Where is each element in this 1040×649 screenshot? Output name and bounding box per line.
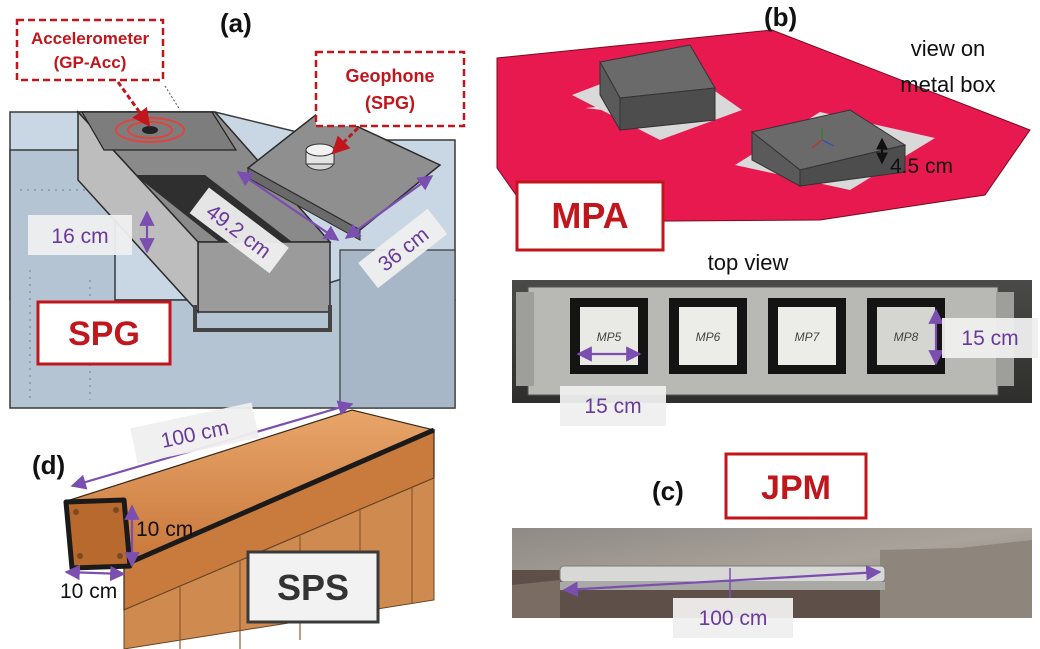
spg-tray-left <box>77 110 199 314</box>
spg-housing-side <box>339 249 456 409</box>
dim-arrow-100-c <box>562 565 882 597</box>
mpa-note-line1: view on <box>911 36 986 61</box>
dim-box-49-2 <box>189 187 289 274</box>
plate-square-4: MP8 <box>867 298 945 374</box>
plate-square-3: MP7 <box>768 298 846 374</box>
geophone-pointer-arrow <box>331 126 360 155</box>
sps-title-box <box>246 550 380 624</box>
dim-label-10-width: 10 cm <box>60 580 117 603</box>
dim-label-15-vertical: 15 cm <box>961 327 1018 350</box>
geophone-cap <box>305 143 335 157</box>
jpm-concrete-right <box>880 540 1032 618</box>
plate-mark: MP6 <box>696 330 721 344</box>
accelerometer-sensor <box>142 126 158 134</box>
spg-handle <box>193 305 332 332</box>
jpm-title: JPM <box>761 469 831 507</box>
mpa-note-line2: metal box <box>900 72 995 97</box>
sps-bolt <box>117 553 123 559</box>
accelerometer-leader <box>164 85 181 111</box>
spg-title: SPG <box>68 315 140 353</box>
axis-icon <box>821 139 835 147</box>
dim-label-4-5: 4.5 cm <box>890 155 953 178</box>
panel-d-label: (d) <box>32 450 65 480</box>
jpm-rail-base <box>560 582 885 590</box>
sps-bolt <box>113 507 119 513</box>
sps-bolt <box>77 553 83 559</box>
sps-top-edge <box>123 427 435 568</box>
mpa-title: MPA <box>551 195 628 236</box>
plate-square-1: MP5 <box>570 298 648 374</box>
dim-label-100-c: 100 cm <box>699 607 768 630</box>
plate-mark: MP5 <box>597 330 622 344</box>
dim-box-16 <box>28 215 132 255</box>
dim-label-10-height: 10 cm <box>136 518 193 541</box>
dim-box-15-vertical <box>942 318 1038 358</box>
accelerometer-plate <box>80 111 238 151</box>
plate-square-2: MP6 <box>669 298 747 374</box>
dim-box-15-horizontal <box>560 386 666 426</box>
accelerometer-callout-line2: (GP-Acc) <box>54 53 127 72</box>
panel-b-label: (b) <box>764 2 797 32</box>
plate-mark: MP7 <box>795 330 821 344</box>
dim-arrow-49-2 <box>236 171 340 241</box>
sps-title: SPS <box>277 567 349 608</box>
accelerometer-callout-line1: Accelerometer <box>31 29 150 48</box>
dim-arrow-10-width <box>64 564 126 582</box>
dim-arrow-36 <box>344 175 434 239</box>
mpa-box-left-side <box>599 60 621 132</box>
axis-icon <box>811 139 823 149</box>
mpa-title-box <box>515 180 665 252</box>
panel-a: Accelerometer (GP-Acc) Geophone (SPG) 49… <box>9 8 466 409</box>
jpm-concrete-left <box>512 580 560 618</box>
dim-label-15-horizontal: 15 cm <box>584 395 641 418</box>
spg-title-box <box>36 300 172 366</box>
accelerometer-callout-box <box>15 18 165 82</box>
geophone-callout-line2: (SPG) <box>365 93 415 113</box>
dim-label-16: 16 cm <box>51 225 108 248</box>
accelerometer-pointer-arrow <box>116 81 151 127</box>
panel-a-label: (a) <box>220 8 252 38</box>
panel-b: 4.5 cm view on metal box MPA (b) top vie… <box>496 2 1038 426</box>
sps-bolt <box>73 509 79 515</box>
geophone-callout-line1: Geophone <box>346 66 435 86</box>
mpa-box-right-side <box>751 130 801 187</box>
top-view-caption: top view <box>708 250 789 275</box>
geophone-callout-box <box>314 50 466 128</box>
panel-c: 100 cm JPM (c) <box>512 452 1032 638</box>
dim-box-36 <box>358 208 448 289</box>
plate-mark: MP8 <box>894 330 919 344</box>
dim-box-100-c <box>673 598 793 638</box>
jpm-title-box <box>724 452 868 520</box>
mpa-rail <box>516 292 534 386</box>
panel-c-label: (c) <box>652 476 684 506</box>
panel-d: 100 cm 10 cm 10 cm SPS (d) <box>32 400 436 649</box>
dim-box-100-d <box>130 402 259 464</box>
